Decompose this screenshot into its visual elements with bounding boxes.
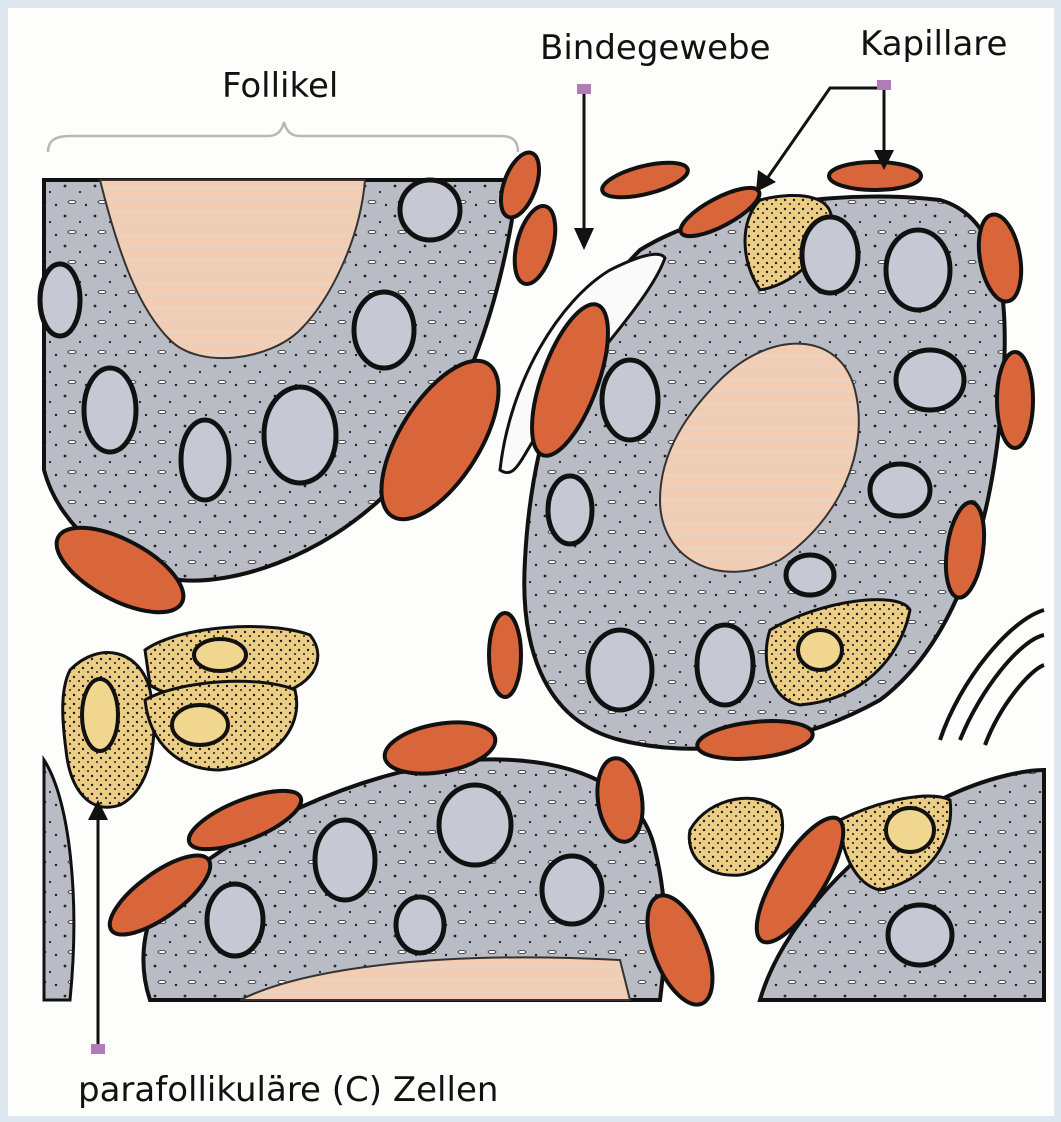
capillary-label: Kapillare bbox=[860, 24, 1007, 64]
fiber-loop bbox=[940, 610, 1044, 745]
c-cells-label: parafollikuläre (C) Zellen bbox=[78, 1070, 498, 1110]
nucleus bbox=[886, 808, 934, 852]
follicle-brace bbox=[48, 122, 518, 152]
follicle-left-edge bbox=[44, 760, 74, 1000]
nucleus bbox=[888, 905, 952, 965]
c-cell-cluster bbox=[63, 627, 318, 808]
c-cell-isolated bbox=[689, 798, 782, 875]
connective-tissue-label: Bindegewebe bbox=[540, 28, 771, 68]
follicle-bottom bbox=[143, 759, 665, 1000]
follicle-label: Follikel bbox=[222, 66, 338, 106]
